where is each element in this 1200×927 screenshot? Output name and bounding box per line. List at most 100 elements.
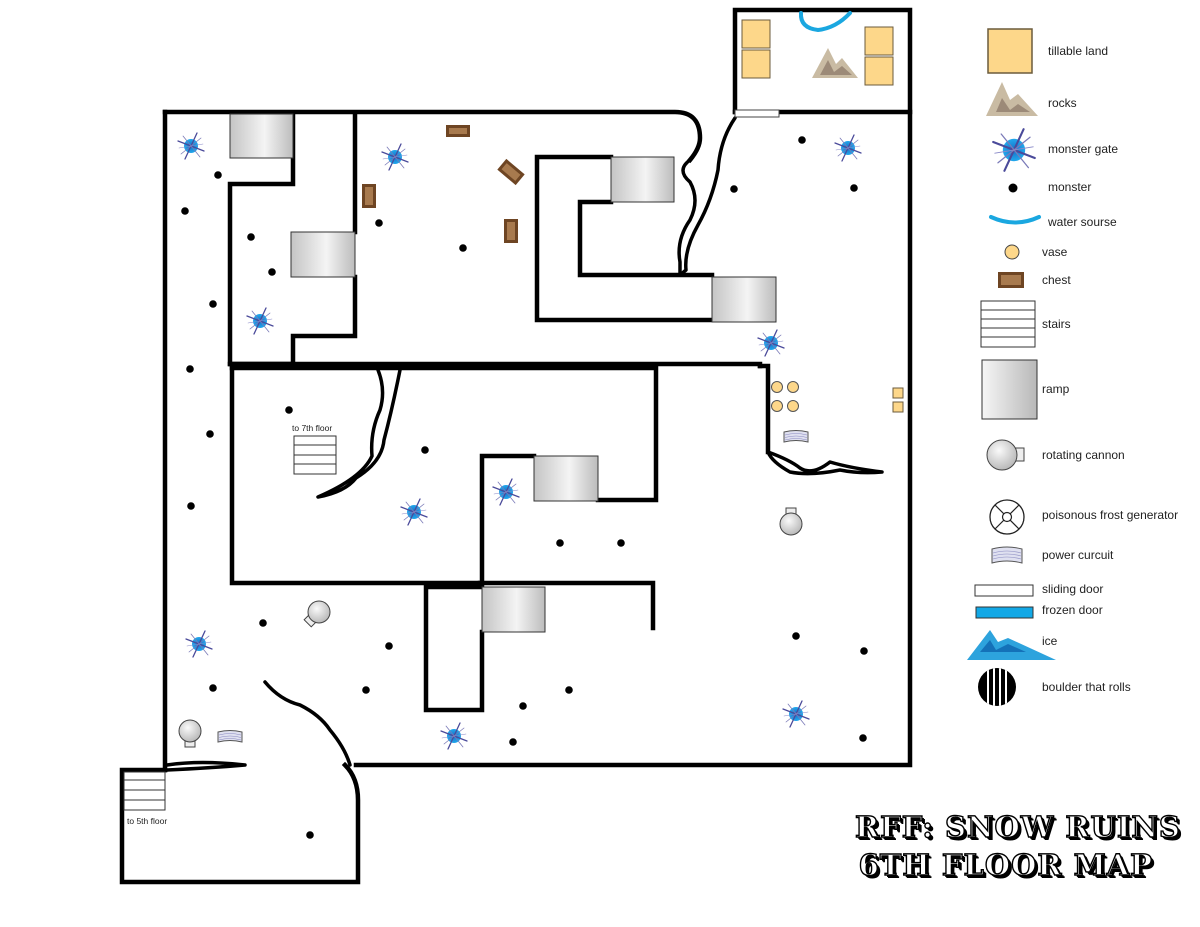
rotating-cannon (779, 507, 803, 536)
chest[interactable] (497, 158, 525, 186)
monster (859, 734, 867, 742)
tillable-land (741, 19, 771, 49)
legend-item-vase: vase (960, 242, 1200, 262)
monster (209, 684, 217, 692)
monster (214, 171, 222, 179)
tillable-land-icon (987, 28, 1033, 74)
vase[interactable] (771, 381, 783, 393)
monster (362, 686, 370, 694)
tillable-land (741, 49, 771, 79)
monster (850, 184, 858, 192)
monster (860, 647, 868, 655)
map-title: RFF: SNOW RUINS 6TH FLOOR MAP (854, 808, 1181, 884)
sliding-door[interactable] (734, 109, 780, 118)
monster (259, 619, 267, 627)
monster (730, 185, 738, 193)
legend-item-circuit: power curcuit (960, 546, 1200, 566)
monster (285, 406, 293, 414)
monster (375, 219, 383, 227)
legend-item-water: water sourse (960, 212, 1200, 232)
monster-gate (381, 143, 409, 171)
tillable-land (864, 56, 894, 86)
legend-item-rocks: rocks (960, 80, 1200, 120)
ramp-layer (229, 113, 777, 633)
monster (556, 539, 564, 547)
poisonous-frost-generator-icon (989, 499, 1025, 535)
stairs-label-7th: to 7th floor (292, 423, 332, 433)
monster-gate (185, 630, 213, 658)
tillable-land-layer (741, 19, 904, 413)
chest-layer (362, 125, 525, 243)
boulder-icon (978, 668, 1016, 706)
vase[interactable] (771, 400, 783, 412)
stairs-to-5th-floor[interactable] (123, 771, 166, 811)
legend-item-ice: ice (960, 628, 1200, 664)
water-source (798, 11, 852, 33)
rotating-cannon (303, 600, 331, 628)
chest[interactable] (504, 219, 518, 243)
monster (247, 233, 255, 241)
stairs-to-7th-floor[interactable] (293, 435, 337, 475)
monster-gate (757, 329, 785, 357)
ramp[interactable] (610, 156, 675, 203)
rotating-cannon (178, 719, 202, 748)
rotating-cannon-icon (986, 439, 1025, 471)
frozen-door-icon (975, 606, 1034, 619)
monster (798, 136, 806, 144)
monster-layer (181, 136, 868, 839)
legend-item-tillable: tillable land (960, 28, 1200, 74)
chest[interactable] (362, 184, 376, 208)
monster-icon (1008, 183, 1018, 193)
monster-gate (246, 307, 274, 335)
legend-item-monster: monster (960, 178, 1200, 198)
vase[interactable] (787, 400, 799, 412)
cannon-layer (178, 507, 803, 748)
power-circuit[interactable] (783, 430, 809, 443)
monster-gate (834, 134, 862, 162)
legend-item-stairs: stairs (960, 300, 1200, 350)
monster (268, 268, 276, 276)
chest-icon (998, 272, 1024, 288)
monster (206, 430, 214, 438)
tillable-land (892, 401, 904, 413)
legend: tillable land rocks monster gate monster… (960, 20, 1200, 720)
monster (792, 632, 800, 640)
legend-item-sliding-door: sliding door (960, 582, 1200, 598)
monster (209, 300, 217, 308)
ramp[interactable] (533, 455, 599, 502)
ice-icon (967, 630, 1056, 660)
rocks (812, 48, 858, 78)
monster-gate (782, 700, 810, 728)
power-circuit-icon (991, 546, 1023, 564)
cracks (165, 116, 884, 772)
monster (421, 446, 429, 454)
legend-item-monster-gate: monster gate (960, 128, 1200, 172)
power-circuit[interactable] (217, 730, 243, 743)
legend-item-frost: poisonous frost generator (960, 498, 1200, 535)
ramp[interactable] (481, 586, 546, 633)
stairs-icon (980, 300, 1036, 348)
vase[interactable] (787, 381, 799, 393)
circuit-layer (217, 430, 809, 743)
tillable-land (864, 26, 894, 56)
title-line-1: RFF: SNOW RUINS (854, 809, 1181, 844)
stairs-label-5th: to 5th floor (127, 816, 167, 826)
monster (385, 642, 393, 650)
legend-item-chest: chest (960, 270, 1200, 290)
walls (119, 7, 913, 885)
tillable-land (892, 387, 904, 399)
ramp[interactable] (290, 231, 356, 278)
monster-gate (440, 722, 468, 750)
monster (459, 244, 467, 252)
ramp[interactable] (229, 113, 294, 159)
monster (565, 686, 573, 694)
chest[interactable] (446, 125, 470, 137)
monster (509, 738, 517, 746)
ramp[interactable] (711, 276, 777, 323)
monster-gate-layer (177, 132, 862, 750)
sliding-door-icon (974, 584, 1034, 597)
legend-item-cannon: rotating cannon (960, 438, 1200, 472)
monster (519, 702, 527, 710)
title-line-2: 6TH FLOOR MAP (858, 847, 1153, 882)
